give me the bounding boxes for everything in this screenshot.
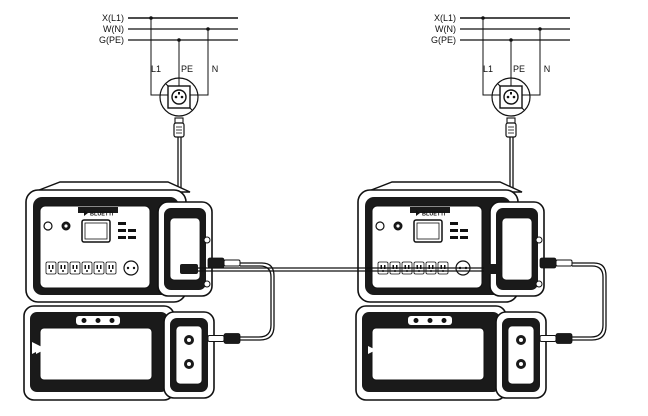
left-label-line2: W(N) — [103, 24, 124, 34]
right-label-line3: G(PE) — [431, 35, 456, 45]
left-tap-pe: PE — [181, 64, 193, 74]
right-battery-link-cable — [539, 257, 607, 344]
right-battery-brand: BLUETTI — [368, 346, 404, 355]
right-grid-lines — [460, 16, 570, 96]
left-label-line3: G(PE) — [99, 35, 124, 45]
right-label-line1: X(L1) — [434, 13, 456, 23]
left-plug-icon — [173, 117, 185, 138]
right-tap-n: N — [544, 64, 551, 74]
left-battery-brand: BLUETTI — [36, 346, 72, 355]
left-power-station — [25, 181, 213, 303]
svg-text:BLUETTI: BLUETTI — [422, 212, 446, 218]
parallel-link-cable — [180, 264, 502, 274]
right-power-station — [357, 181, 545, 303]
left-tap-n: N — [212, 64, 219, 74]
right-plug-icon — [505, 117, 517, 138]
right-tap-l1: L1 — [483, 64, 493, 74]
svg-text:BLUETTI: BLUETTI — [46, 349, 72, 355]
svg-text:BLUETTI: BLUETTI — [378, 349, 404, 355]
right-power-brand: BLUETTI — [416, 210, 446, 218]
left-battery-link-cable — [207, 257, 275, 344]
right-battery-pack — [355, 305, 547, 401]
right-tap-pe: PE — [513, 64, 525, 74]
left-tap-l1: L1 — [151, 64, 161, 74]
left-label-line1: X(L1) — [102, 13, 124, 23]
left-battery-pack — [23, 305, 215, 401]
left-grid-lines — [128, 16, 238, 96]
right-label-line2: W(N) — [435, 24, 456, 34]
left-power-brand: BLUETTI — [84, 210, 114, 218]
svg-text:BLUETTI: BLUETTI — [90, 212, 114, 218]
